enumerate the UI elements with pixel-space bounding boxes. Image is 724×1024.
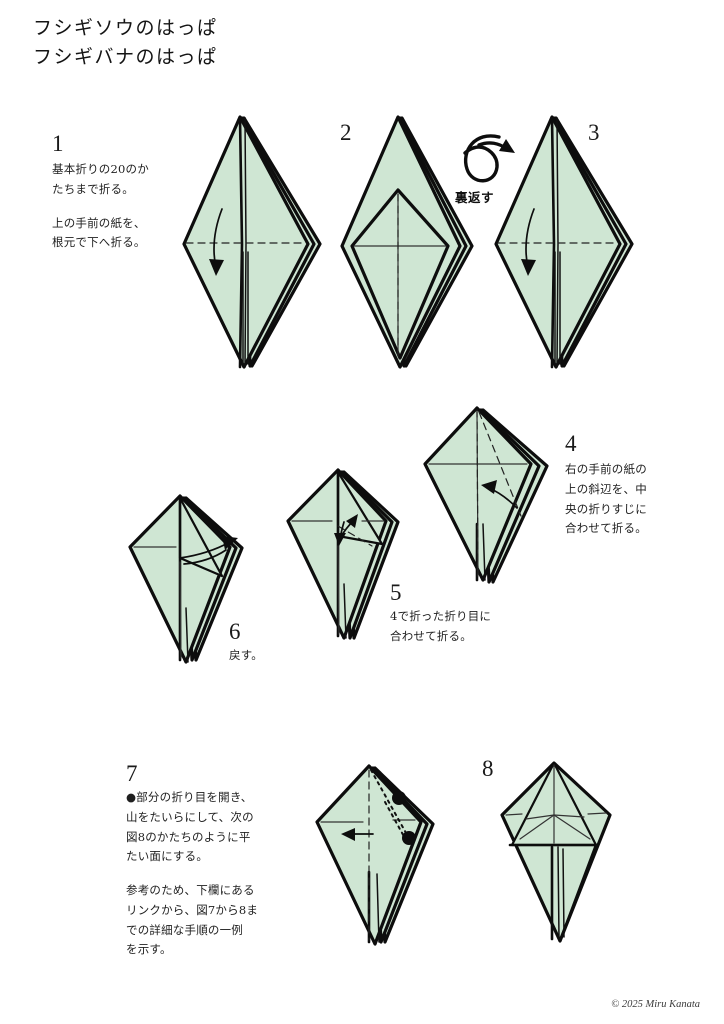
copyright-notice: © 2025 Miru Kanata [611, 999, 700, 1010]
step-7-paragraph-2: 参考のため、下欄にある リンクから、図7から8ま での詳細な手順の一例 を示す。 [126, 883, 259, 957]
step-1-paragraph-2: 上の手前の紙を、 根元で下へ折る。 [52, 215, 146, 250]
step-4-paragraph-1: 右の手前の紙の 上の斜辺を、中 央の折りすじに 合わせて折る。 [565, 462, 647, 536]
figure-step-8 [492, 757, 642, 972]
figure-step-2 [330, 112, 480, 372]
flip-over-label: 裏返す [455, 190, 495, 205]
step-7-paragraph-1: ●部分の折り目を開き、 山をたいらにして、次の 図8のかたちのように平 たい面に… [126, 790, 254, 864]
step-caption-6: 戻す。 [229, 646, 349, 666]
step-number-8: 8 [482, 756, 494, 781]
figure-step-7 [303, 762, 453, 972]
figure-step-3 [494, 112, 634, 372]
step-number-7: 7 [126, 761, 138, 786]
step-number-4: 4 [565, 431, 577, 456]
title-line-1: フシギソウのはっぱ [33, 17, 218, 39]
fold-point-marker-lower [402, 831, 416, 845]
step-caption-7: ●部分の折り目を開き、 山をたいらにして、次の 図8のかたちのように平 たい面に… [126, 788, 306, 960]
fold-point-marker-upper [392, 791, 406, 805]
step-number-5: 5 [390, 580, 402, 605]
step-number-1: 1 [52, 131, 64, 156]
step-caption-5: 4で折った折り目に 合わせて折る。 [390, 607, 550, 647]
step-1-paragraph-1: 基本折りの20のか たちまで折る。 [52, 162, 149, 196]
step-number-2: 2 [340, 120, 352, 145]
step-caption-1: 基本折りの20のか たちまで折る。 上の手前の紙を、 根元で下へ折る。 [52, 160, 202, 253]
figure-step-4 [405, 404, 560, 634]
flip-over-arrow-icon [455, 125, 525, 195]
step-number-6: 6 [229, 619, 241, 644]
figure-step-5 [272, 466, 417, 666]
title-line-2: フシギバナのはっぱ [33, 46, 218, 69]
step-6-paragraph-1: 戻す。 [229, 648, 263, 662]
figure-step-6 [118, 492, 258, 687]
step-caption-4: 右の手前の紙の 上の斜辺を、中 央の折りすじに 合わせて折る。 [565, 460, 705, 539]
step-5-paragraph-1: 4で折った折り目に 合わせて折る。 [390, 609, 492, 643]
figure-step-1 [182, 112, 322, 372]
page-title: フシギソウのはっぱ フシギバナのはっぱ [33, 14, 218, 73]
step-number-3: 3 [588, 120, 600, 145]
